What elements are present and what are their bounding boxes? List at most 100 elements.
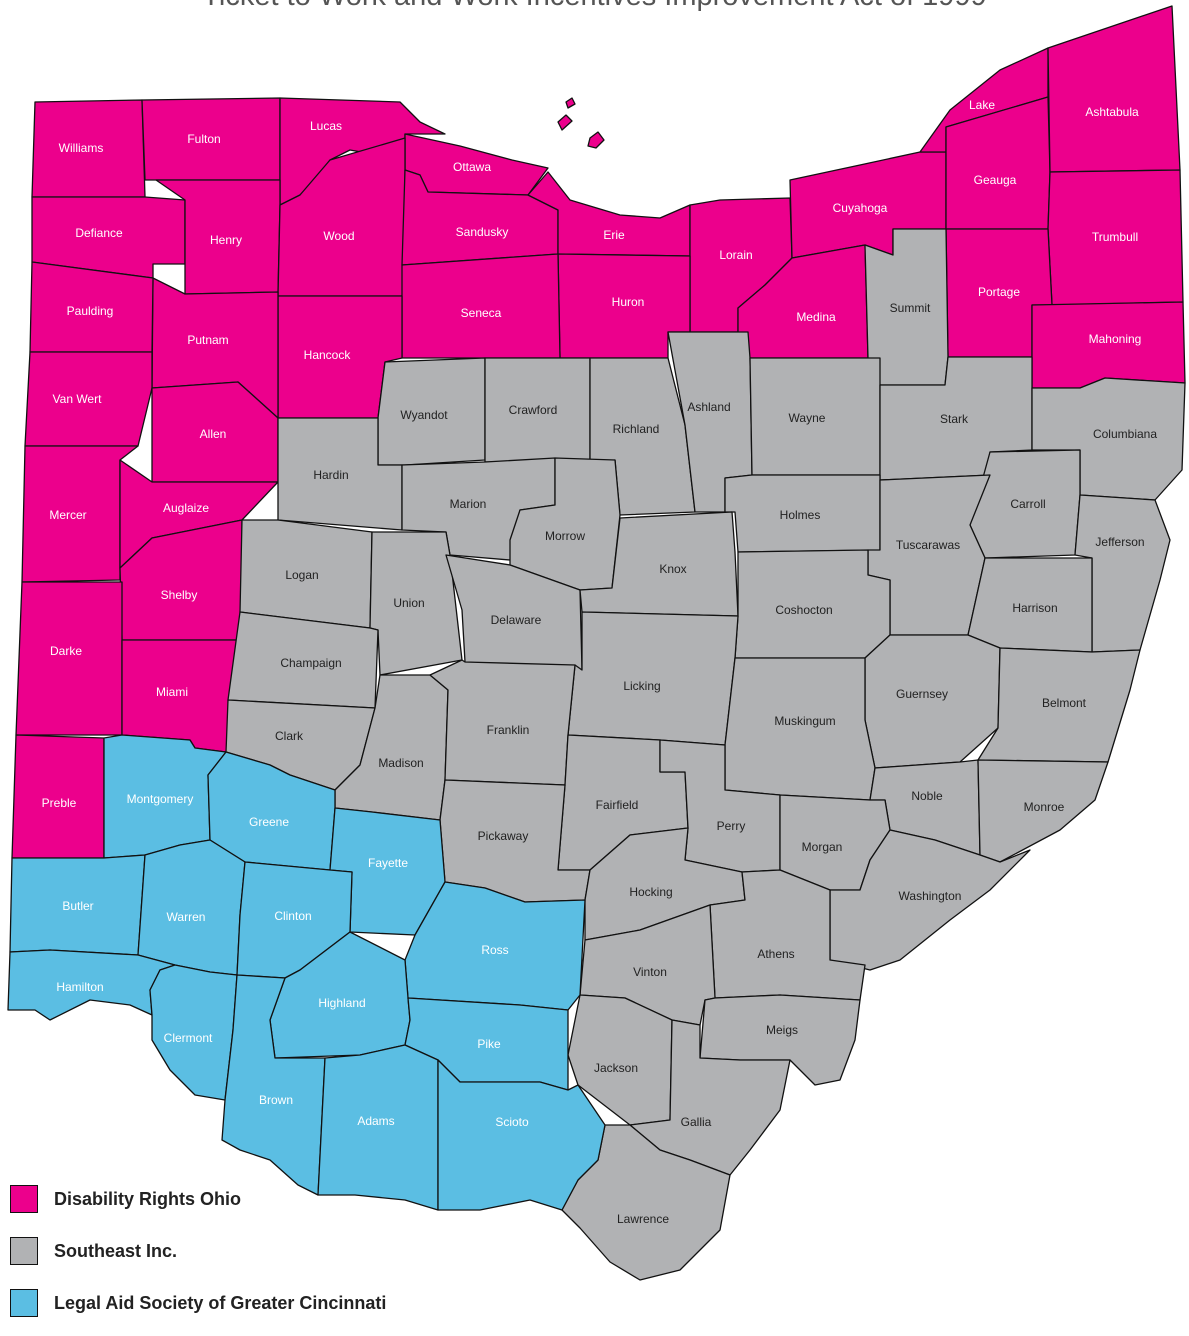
county-label-jefferson: Jefferson: [1095, 535, 1144, 549]
county-label-carroll: Carroll: [1010, 497, 1045, 511]
county-label-belmont: Belmont: [1042, 696, 1087, 710]
county-ashtabula: [1047, 5, 1181, 173]
county-label-clinton: Clinton: [274, 909, 311, 923]
county-label-ashland: Ashland: [687, 400, 730, 414]
county-label-tuscarawas: Tuscarawas: [896, 538, 960, 552]
county-label-athens: Athens: [757, 947, 794, 961]
county-champaign: [227, 611, 379, 709]
county-label-miami: Miami: [156, 685, 188, 699]
county-label-franklin: Franklin: [487, 723, 530, 737]
county-knox: [579, 511, 739, 617]
county-label-darke: Darke: [50, 644, 82, 658]
county-label-paulding: Paulding: [67, 304, 114, 318]
county-muskingum: [724, 657, 876, 801]
county-label-pickaway: Pickaway: [478, 829, 529, 843]
county-label-cuyahoga: Cuyahoga: [833, 201, 888, 215]
county-label-fairfield: Fairfield: [596, 798, 639, 812]
county-label-washington: Washington: [899, 889, 962, 903]
legend-label: Legal Aid Society of Greater Cincinnati: [54, 1292, 387, 1313]
county-label-columbiana: Columbiana: [1093, 427, 1157, 441]
county-label-mahoning: Mahoning: [1089, 332, 1142, 346]
county-label-clark: Clark: [275, 729, 304, 743]
county-label-portage: Portage: [978, 285, 1020, 299]
county-label-scioto: Scioto: [495, 1115, 529, 1129]
county-warren: [137, 839, 246, 976]
county-label-fulton: Fulton: [187, 132, 220, 146]
county-brown: [221, 974, 326, 1196]
county-label-morgan: Morgan: [802, 840, 843, 854]
county-belmont: [977, 647, 1141, 763]
island-icon: [557, 114, 573, 131]
county-clermont: [149, 964, 238, 1101]
county-label-gallia: Gallia: [681, 1115, 712, 1129]
county-label-monroe: Monroe: [1024, 800, 1065, 814]
county-label-hardin: Hardin: [313, 468, 348, 482]
county-label-summit: Summit: [890, 301, 931, 315]
county-label-putnam: Putnam: [187, 333, 228, 347]
legend-swatch: [10, 1289, 38, 1317]
county-label-henry: Henry: [210, 233, 242, 247]
county-label-meigs: Meigs: [766, 1023, 798, 1037]
county-label-licking: Licking: [623, 679, 660, 693]
county-label-mercer: Mercer: [49, 508, 86, 522]
county-washington: [829, 829, 1031, 971]
county-label-lawrence: Lawrence: [617, 1212, 669, 1226]
county-label-noble: Noble: [911, 789, 943, 803]
county-label-hamilton: Hamilton: [56, 980, 103, 994]
county-label-highland: Highland: [318, 996, 365, 1010]
county-label-geauga: Geauga: [974, 173, 1017, 187]
county-label-jackson: Jackson: [594, 1061, 638, 1075]
county-label-warren: Warren: [167, 910, 206, 924]
county-label-wayne: Wayne: [789, 411, 826, 425]
county-label-wyandot: Wyandot: [400, 408, 448, 422]
county-label-fayette: Fayette: [368, 856, 408, 870]
county-erie: [527, 171, 691, 257]
county-label-preble: Preble: [42, 796, 77, 810]
county-label-medina: Medina: [796, 310, 836, 324]
county-guernsey: [864, 634, 1001, 769]
county-label-seneca: Seneca: [461, 306, 502, 320]
map-title: Ticket to Work and Work Incentives Impro…: [0, 0, 1189, 13]
county-label-knox: Knox: [659, 562, 686, 576]
county-van-wert: [24, 351, 153, 447]
county-label-sandusky: Sandusky: [456, 225, 509, 239]
county-scioto: [437, 1059, 606, 1211]
county-label-huron: Huron: [612, 295, 645, 309]
county-label-ashtabula: Ashtabula: [1085, 105, 1139, 119]
county-label-clermont: Clermont: [164, 1031, 213, 1045]
legend-label: Disability Rights Ohio: [54, 1188, 242, 1209]
county-label-coshocton: Coshocton: [775, 603, 832, 617]
county-label-champaign: Champaign: [280, 656, 341, 670]
county-label-muskingum: Muskingum: [774, 714, 835, 728]
island-icon: [587, 131, 605, 149]
county-label-montgomery: Montgomery: [127, 792, 194, 806]
county-label-lake: Lake: [969, 98, 995, 112]
legend-swatch: [10, 1185, 38, 1213]
county-label-hocking: Hocking: [629, 885, 672, 899]
county-label-delaware: Delaware: [491, 613, 542, 627]
county-label-perry: Perry: [717, 819, 746, 833]
county-label-pike: Pike: [477, 1037, 501, 1051]
legend-label: Southeast Inc.: [54, 1240, 178, 1261]
county-label-lorain: Lorain: [719, 248, 752, 262]
county-label-union: Union: [393, 596, 424, 610]
county-meigs: [699, 994, 861, 1086]
county-label-stark: Stark: [940, 412, 969, 426]
county-label-vinton: Vinton: [633, 965, 667, 979]
county-label-ottawa: Ottawa: [453, 160, 491, 174]
county-label-van-wert: Van Wert: [53, 392, 103, 406]
county-label-wood: Wood: [323, 229, 354, 243]
county-label-trumbull: Trumbull: [1092, 230, 1138, 244]
legend-item-legal-aid-society: Legal Aid Society of Greater Cincinnati: [10, 1284, 386, 1322]
county-label-auglaize: Auglaize: [163, 501, 209, 515]
county-label-lucas: Lucas: [310, 119, 342, 133]
legend-item-disability-rights-ohio: Disability Rights Ohio: [10, 1180, 386, 1218]
county-label-crawford: Crawford: [509, 403, 558, 417]
county-label-harrison: Harrison: [1012, 601, 1057, 615]
county-label-richland: Richland: [613, 422, 660, 436]
county-label-morrow: Morrow: [545, 529, 585, 543]
county-label-holmes: Holmes: [780, 508, 821, 522]
county-label-shelby: Shelby: [161, 588, 198, 602]
